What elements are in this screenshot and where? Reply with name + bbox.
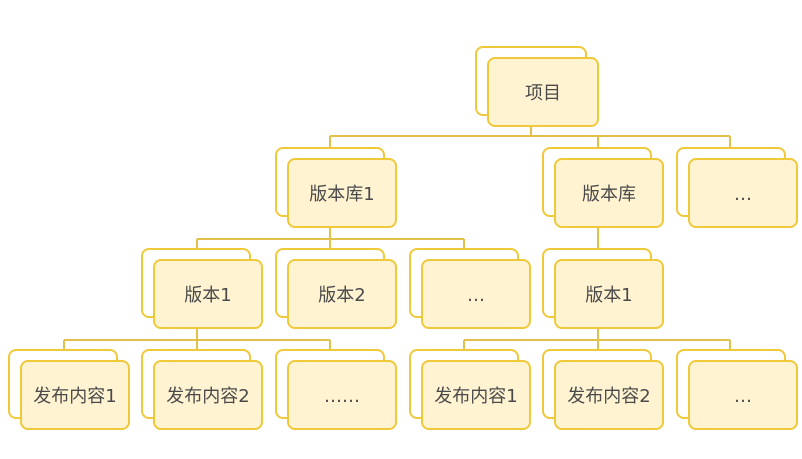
node-label: 发布内容1 [434,386,517,407]
node-label: … [734,386,752,407]
node-box [421,360,531,430]
node-label: 版本库1 [309,184,374,205]
node-repo1-version2: 版本2 [275,248,397,329]
node-label: …… [324,386,360,407]
node-project: 项目 [475,46,599,127]
node-box [688,360,798,430]
node-box [287,158,397,228]
node-repo1: 版本库1 [275,147,397,228]
connectors [63,126,731,350]
node-label: 发布内容2 [567,386,650,407]
node-box [287,259,397,329]
node-label: … [467,285,485,306]
node-label: 发布内容2 [166,386,249,407]
node-box [153,360,263,430]
node-label: 版本2 [318,285,365,306]
node-box [153,259,263,329]
node-label: 发布内容1 [33,386,116,407]
edge-r2v1-contents [463,328,731,350]
node-r1v1-content2: 发布内容2 [141,349,263,430]
node-repo2: 版本库 [542,147,664,228]
node-label: 项目 [525,83,561,104]
node-box [487,57,599,127]
node-box [20,360,130,430]
node-box [688,158,798,228]
node-repo1-version1: 版本1 [141,248,263,329]
node-r1v1-content-more: …… [275,349,397,430]
node-r2v1-content2: 发布内容2 [542,349,664,430]
node-box [554,360,664,430]
node-r1v1-content1: 发布内容1 [8,349,130,430]
edge-repo1-versions [196,226,465,250]
node-r2v1-content-more: … [676,349,798,430]
node-label: … [734,184,752,205]
node-repo1-version-more: … [409,248,531,329]
node-box [287,360,397,430]
node-r2v1-content1: 发布内容1 [409,349,531,430]
edge-r1v1-contents [63,328,331,350]
node-box [421,259,531,329]
node-label: 版本库 [582,184,636,205]
node-label: 版本1 [184,285,231,306]
edge-project-repos [329,126,731,150]
node-repo2-version1: 版本1 [542,248,664,329]
node-label: 版本1 [585,285,632,306]
node-box [554,158,664,228]
node-box [554,259,664,329]
node-repo-more: … [676,147,798,228]
